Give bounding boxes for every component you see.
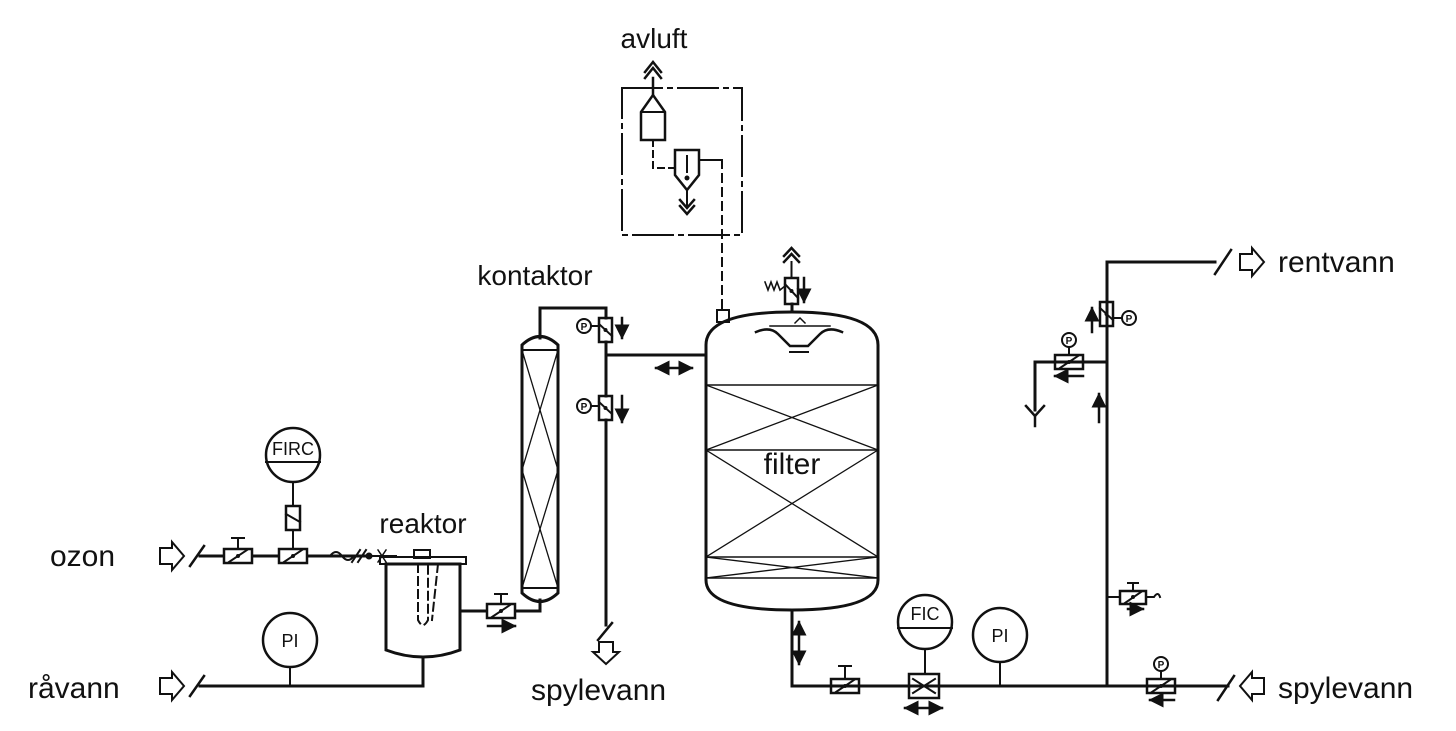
ozon-inlet-arrow-icon — [159, 539, 186, 573]
avluft-outlet-icon — [643, 59, 663, 80]
drain-funnel-icon — [1024, 404, 1046, 428]
pi-right-gauge — [971, 606, 1029, 687]
filter-label: filter — [764, 448, 821, 481]
p-tap-label: P — [1126, 314, 1133, 325]
fic-controller — [896, 593, 954, 716]
spylevann-inlet-valve — [1145, 670, 1177, 708]
filter-vent-outlet-icon — [782, 246, 801, 264]
ozon-valve-1 — [222, 537, 254, 565]
p-tap-icon: P — [576, 318, 592, 334]
spylevann-inlet-break — [1216, 674, 1236, 702]
kontaktor-label: kontaktor — [477, 260, 592, 291]
kontaktor-inlet-valve — [485, 593, 517, 634]
spylevann-right-label: spylevann — [1278, 672, 1413, 705]
firc-label: FIRC — [272, 439, 314, 459]
kontaktor-outlet-pipe — [538, 306, 608, 340]
filter-vessel — [704, 310, 880, 612]
p-tap-icon: P — [576, 398, 592, 414]
ozon-break — [188, 544, 206, 568]
rentvann-break — [1213, 248, 1233, 276]
sample-valve — [1106, 582, 1162, 617]
p-tap-label: P — [581, 402, 588, 413]
rentvann-label: rentvann — [1278, 246, 1395, 279]
filter-top-vent-valve — [763, 261, 812, 314]
p-tap-icon: P — [1153, 656, 1169, 672]
filter-vent-nozzle — [716, 309, 730, 323]
ozon-control-valve — [277, 529, 309, 565]
firc-controller — [264, 426, 322, 532]
spylevann-outlet-arrow-icon — [590, 641, 622, 666]
ravann-inlet-arrow-icon — [159, 669, 186, 703]
ravann-break — [188, 674, 206, 698]
filtrate-valve — [829, 665, 861, 695]
filtrate-main-pipe — [790, 608, 1220, 688]
ozon-label: ozon — [50, 540, 115, 573]
kontaktor-valve-lower — [589, 394, 630, 424]
reaktor-vessel — [379, 549, 467, 659]
drain-valve — [1053, 345, 1085, 384]
pi-left-label: PI — [281, 631, 298, 651]
pi-right-label: PI — [991, 626, 1008, 646]
kontaktor-column — [520, 335, 560, 603]
filter-distributor-trough — [754, 316, 844, 353]
rentvann-valve — [1084, 300, 1123, 334]
rentvann-arrow-icon — [1239, 245, 1266, 279]
offgas-treatment-box — [621, 76, 743, 311]
p-tap-label: P — [581, 322, 588, 333]
ravann-pipe — [198, 655, 425, 688]
avluft-label: avluft — [621, 23, 688, 54]
reaktor-label: reaktor — [379, 508, 466, 539]
p-tap-label: P — [1066, 336, 1073, 347]
spylevann-outlet-break — [596, 621, 614, 642]
spylevann-inlet-arrow-icon — [1238, 669, 1265, 703]
ravann-label: råvann — [28, 672, 120, 705]
fic-label: FIC — [911, 604, 940, 624]
separator-drain-icon — [678, 198, 696, 216]
rentvann-riser-pipe — [1105, 260, 1217, 688]
pi-left-gauge — [261, 611, 319, 687]
p-tap-icon: P — [1121, 310, 1137, 326]
p-tap-icon: P — [1061, 332, 1077, 348]
pressure-tap-icons: P P P P P — [576, 310, 1169, 672]
spylevann-bottom-label: spylevann — [531, 674, 666, 707]
kontaktor-valve-upper — [589, 316, 630, 344]
p-tap-label: P — [1158, 660, 1165, 671]
